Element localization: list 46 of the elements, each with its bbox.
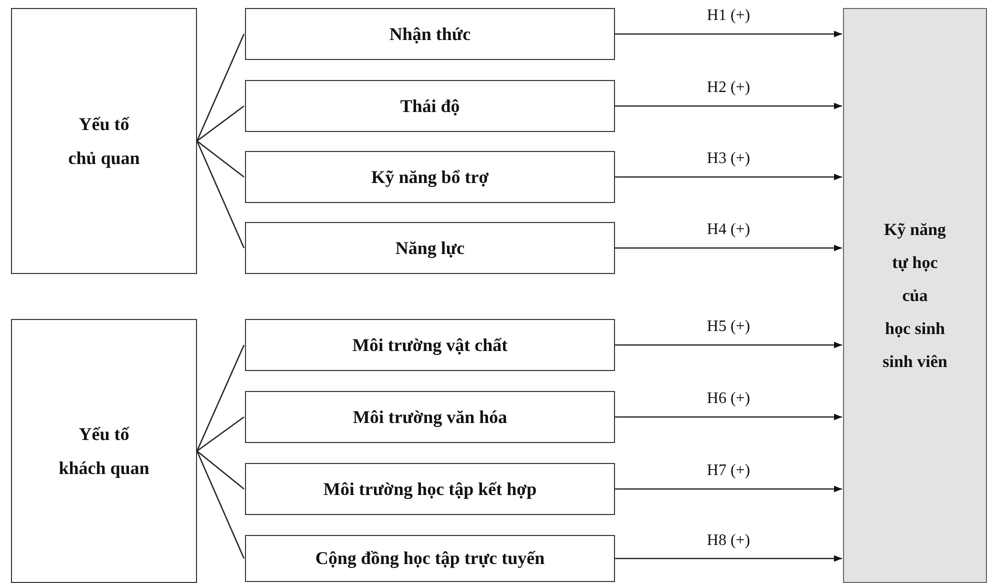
outcome-box xyxy=(843,8,987,583)
factor-group-box xyxy=(11,319,197,583)
box-label: Môi trường văn hóa xyxy=(352,406,508,428)
arrow xyxy=(615,414,842,420)
box-label: Môi trường học tập kết hợp xyxy=(323,478,537,500)
factor-box xyxy=(245,535,615,582)
edge-label: H1 (+) xyxy=(706,7,750,25)
factor-box xyxy=(245,319,615,371)
factor-group-box xyxy=(11,8,197,274)
connector-line xyxy=(196,140,244,178)
box-label: Cộng đồng học tập trực tuyến xyxy=(315,548,545,569)
arrow xyxy=(615,486,842,492)
arrow xyxy=(615,102,842,110)
edge-label: H7 (+) xyxy=(706,462,750,480)
factor-box xyxy=(245,463,615,515)
edge-label: H4 (+) xyxy=(706,221,750,239)
arrow xyxy=(615,555,842,562)
connector-line xyxy=(196,34,245,142)
edge-label: H3 (+) xyxy=(706,150,750,168)
factor-box xyxy=(245,391,615,443)
factor-box xyxy=(245,8,615,60)
box-label: Yếu tố chủ quan xyxy=(68,113,140,170)
arrow xyxy=(615,30,842,38)
box-label: Kỹ năng tự học của học sinh sinh viên xyxy=(882,219,948,373)
connector-line xyxy=(196,105,244,142)
connector-line xyxy=(196,416,244,452)
connector-line xyxy=(196,140,245,248)
arrow xyxy=(615,174,842,180)
edge-label: H8 (+) xyxy=(706,532,750,550)
box-label: Kỹ năng bổ trợ xyxy=(371,166,489,188)
arrow xyxy=(615,342,842,348)
connector-line xyxy=(196,344,245,452)
box-label: Yếu tố khách quan xyxy=(58,423,150,480)
box-label: Năng lực xyxy=(395,238,465,258)
edge-label: H5 (+) xyxy=(706,318,750,336)
edge-label: H6 (+) xyxy=(706,390,750,408)
box-label: Nhận thức xyxy=(389,24,471,44)
factor-box xyxy=(245,80,615,132)
connector-line xyxy=(196,450,244,490)
factor-box xyxy=(245,222,615,274)
arrow xyxy=(615,244,842,252)
box-label: Môi trường vật chất xyxy=(352,334,508,356)
factor-box xyxy=(245,151,615,203)
edge-label: H2 (+) xyxy=(706,79,750,97)
box-label: Thái độ xyxy=(400,96,460,116)
connector-line xyxy=(196,450,245,559)
